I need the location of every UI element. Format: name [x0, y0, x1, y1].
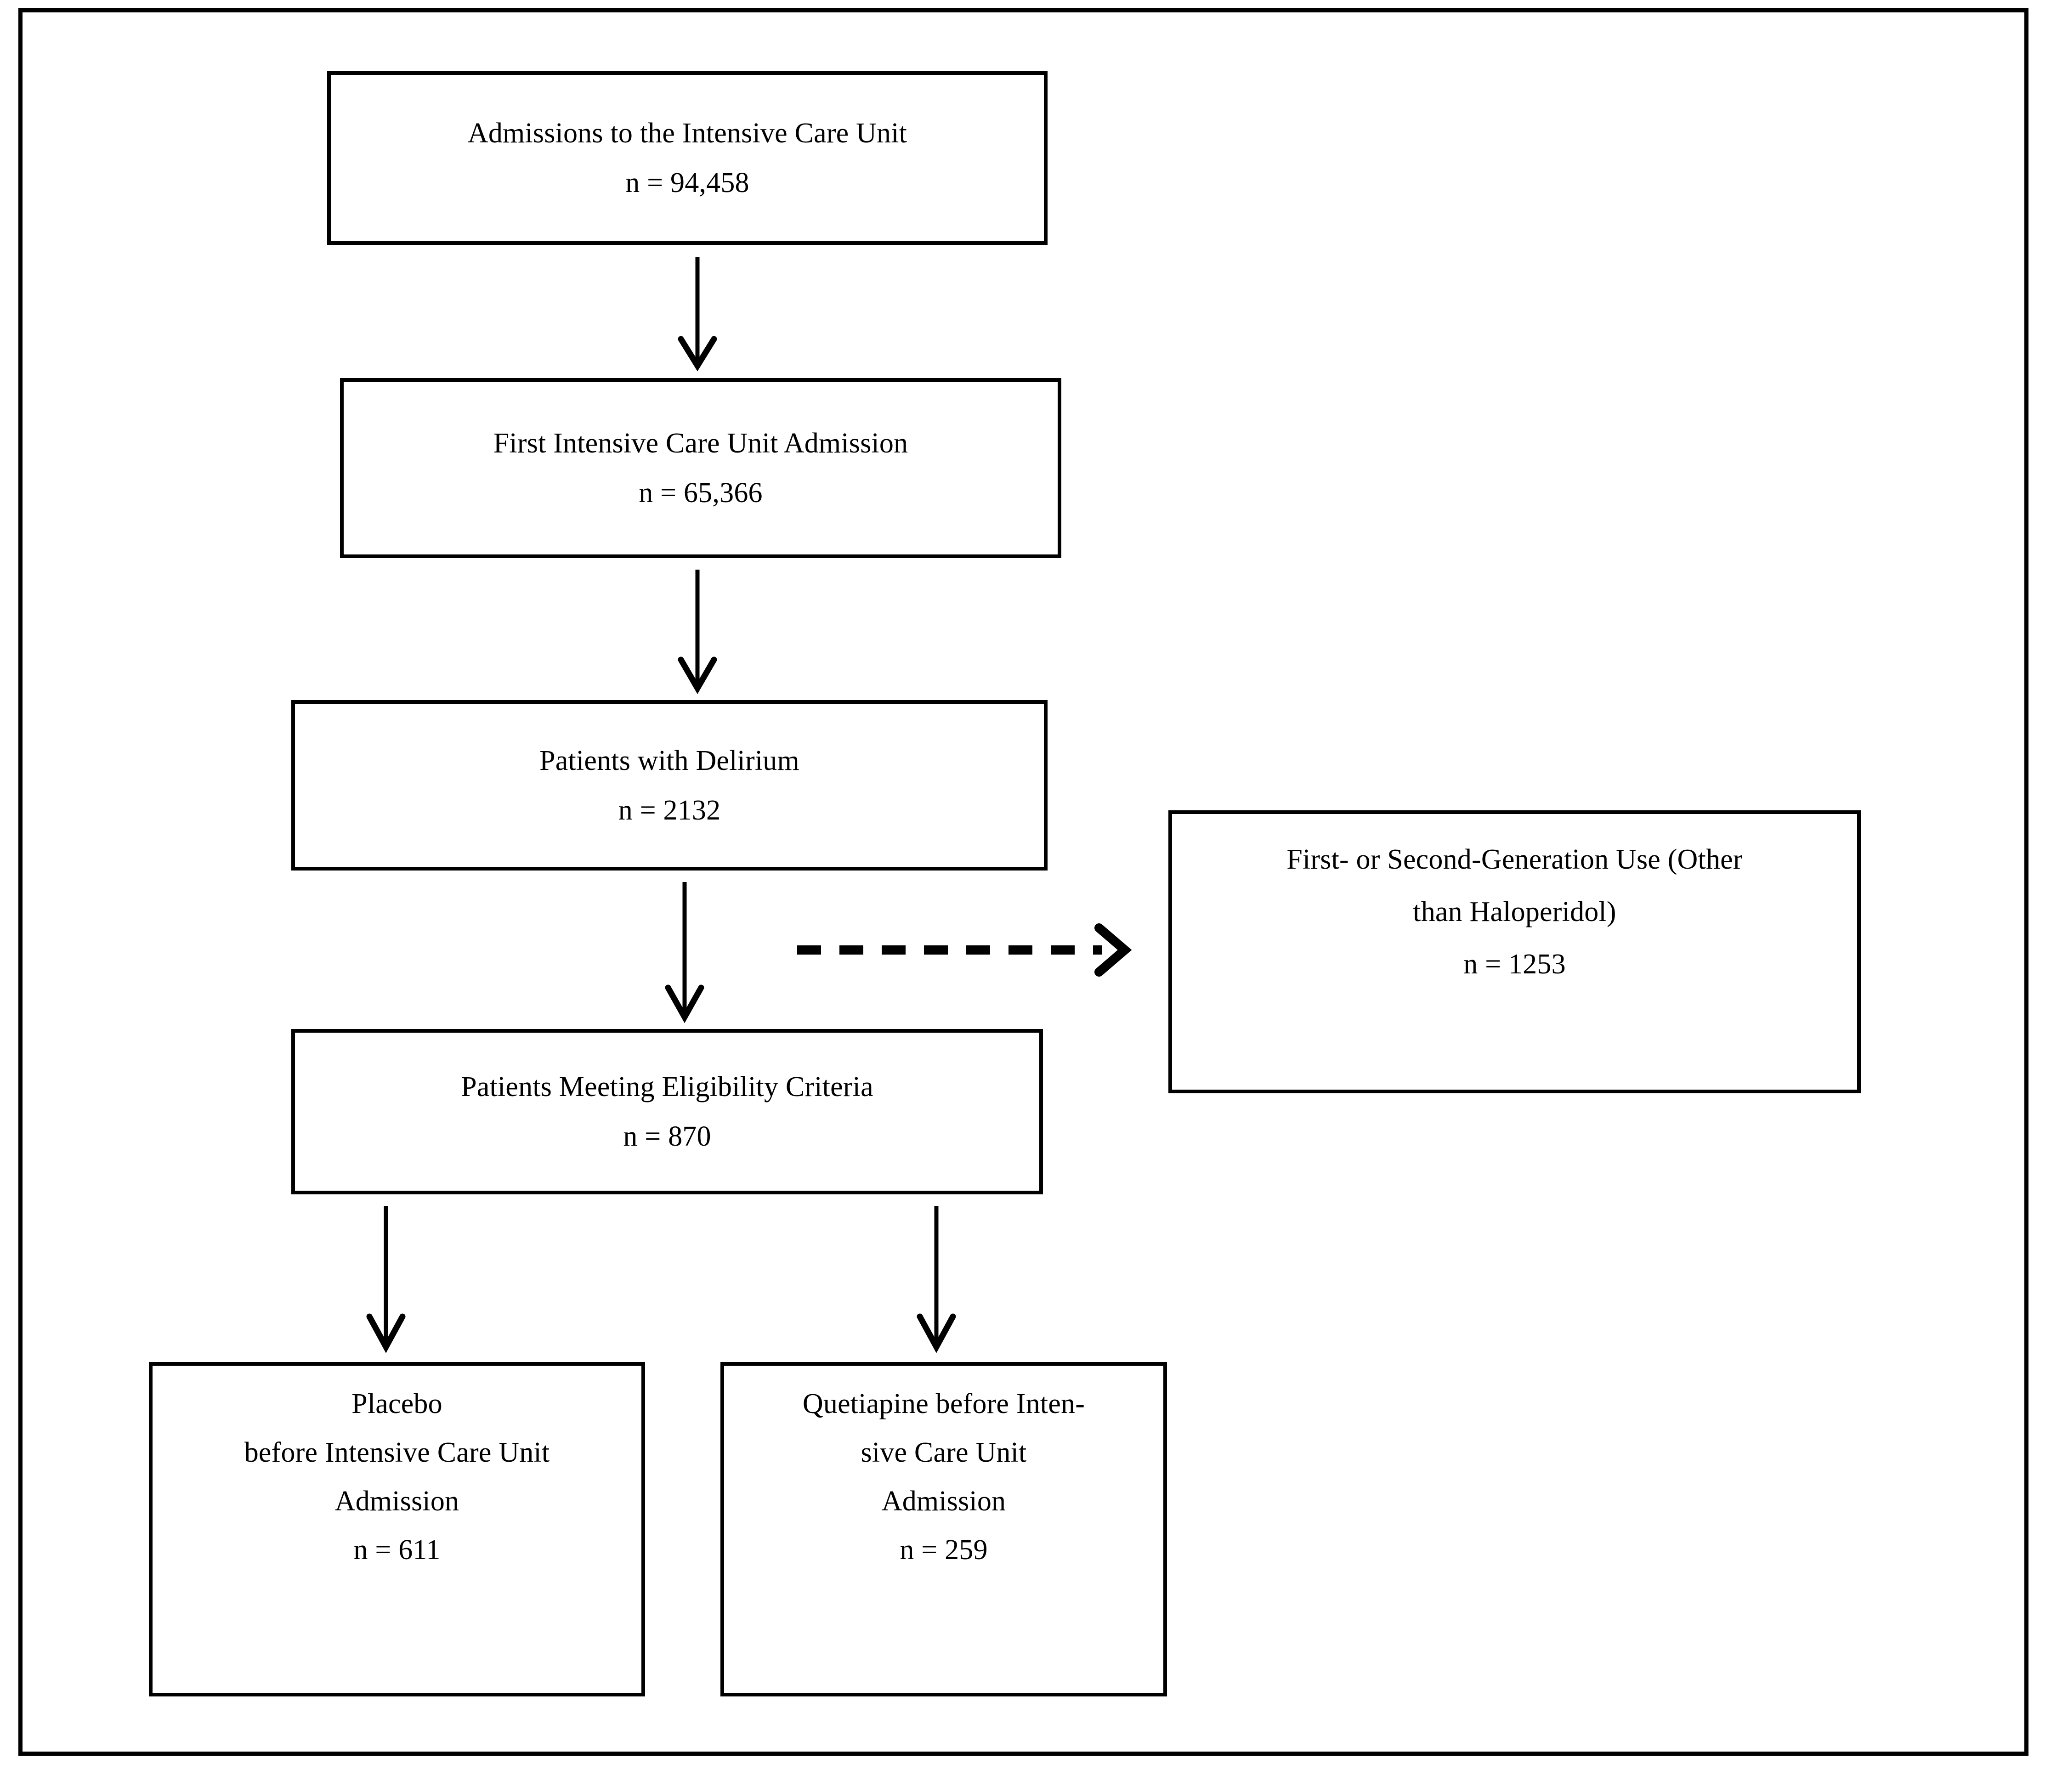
- node-quetiapine-label-line1: Quetiapine before Inten-: [802, 1388, 1085, 1419]
- node-placebo-label-line2: before Intensive Care Unit: [244, 1437, 550, 1468]
- node-eligibility-count: n = 870: [623, 1121, 711, 1152]
- node-first-or-second-generation-use: First- or Second-Generation Use (Other t…: [1168, 810, 1861, 1093]
- node-exclusion-label-line2: than Haloperidol): [1413, 896, 1616, 927]
- figure-border: [18, 8, 2028, 1756]
- node-delirium-label: Patients with Delirium: [539, 745, 799, 776]
- node-placebo-count: n = 611: [353, 1534, 441, 1566]
- node-quetiapine-label-line2: sive Care Unit: [861, 1437, 1027, 1468]
- node-eligibility-label: Patients Meeting Eligibility Criteria: [461, 1071, 873, 1102]
- node-exclusion-label-line1: First- or Second-Generation Use (Other: [1286, 844, 1743, 875]
- node-quetiapine-group: Quetiapine before Inten- sive Care Unit …: [720, 1362, 1167, 1696]
- node-patients-with-delirium: Patients with Delirium n = 2132: [291, 700, 1048, 871]
- node-admissions-count: n = 94,458: [625, 167, 749, 198]
- node-first-icu-label: First Intensive Care Unit Admission: [493, 428, 908, 459]
- node-first-icu-count: n = 65,366: [639, 477, 763, 509]
- node-first-icu-admission: First Intensive Care Unit Admission n = …: [340, 378, 1061, 558]
- node-exclusion-count: n = 1253: [1463, 949, 1566, 980]
- node-patients-meeting-eligibility-criteria: Patients Meeting Eligibility Criteria n …: [291, 1029, 1043, 1194]
- node-placebo-label-line3: Admission: [334, 1486, 459, 1517]
- node-quetiapine-label-line3: Admission: [881, 1486, 1006, 1517]
- node-delirium-count: n = 2132: [618, 794, 721, 826]
- node-admissions: Admissions to the Intensive Care Unit n …: [327, 71, 1048, 245]
- node-quetiapine-count: n = 259: [900, 1534, 988, 1566]
- node-placebo-group: Placebo before Intensive Care Unit Admis…: [149, 1362, 645, 1696]
- node-placebo-label-line1: Placebo: [351, 1388, 442, 1419]
- node-admissions-label: Admissions to the Intensive Care Unit: [467, 118, 907, 149]
